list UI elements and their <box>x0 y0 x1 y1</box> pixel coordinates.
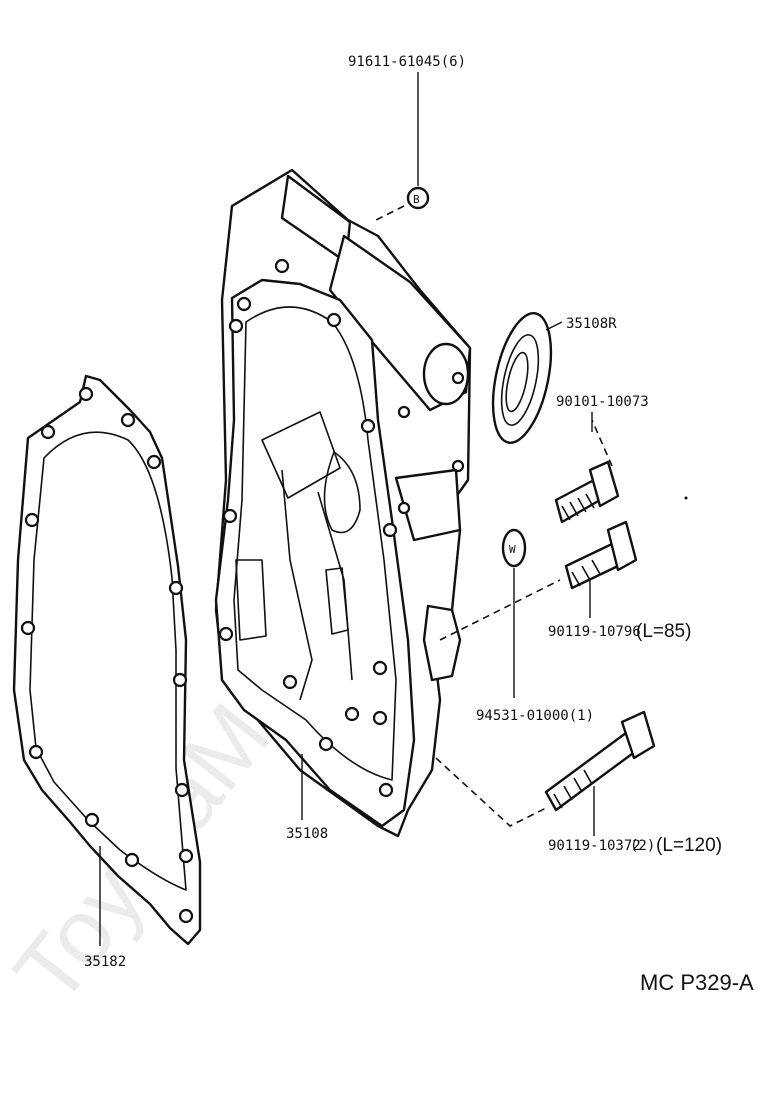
housing-bolt-holes <box>218 258 411 798</box>
label-bolt-90119-10372-length: (L=120) <box>656 835 722 856</box>
long-bolt-assembly-line <box>435 757 547 827</box>
label-bolt-90119-10372-qty: (2) <box>630 838 655 854</box>
bolt-90119-10796 <box>564 520 638 590</box>
gasket-35182 <box>12 374 202 946</box>
bolt-marker-line <box>371 205 405 223</box>
label-gasket-35182: 35182 <box>84 954 126 970</box>
label-washer-94531-01000: 94531-01000(1) <box>476 708 594 724</box>
bolt-90101-10073 <box>554 419 620 524</box>
label-bolt-90119-10372: 90119-10372 <box>548 838 641 854</box>
label-bolt-90119-10796-length: (L=85) <box>636 621 691 642</box>
oil-seal-35108R <box>491 312 553 444</box>
label-oil-seal-35108R: 35108R <box>566 316 617 332</box>
bolt-marker-letter: B <box>413 193 420 206</box>
bolt-marker: B <box>406 186 430 210</box>
diagram-reference: MC P329-A <box>640 970 754 995</box>
transfer-housing-35108 <box>214 168 472 838</box>
label-bolt-90119-10796: 90119-10796 <box>548 624 641 640</box>
label-housing-35108: 35108 <box>286 826 328 842</box>
gasket-bolt-holes <box>20 386 194 924</box>
washer-assembly-line <box>439 579 561 641</box>
stray-dot <box>684 496 688 500</box>
label-bolt-91611-61045: 91611-61045(6) <box>348 54 466 70</box>
washer-marker-letter: W <box>509 543 516 556</box>
bolt-90119-10372 <box>544 710 656 812</box>
label-bolt-90101-10073: 90101-10073 <box>556 394 649 410</box>
washer-marker: W <box>501 528 527 568</box>
